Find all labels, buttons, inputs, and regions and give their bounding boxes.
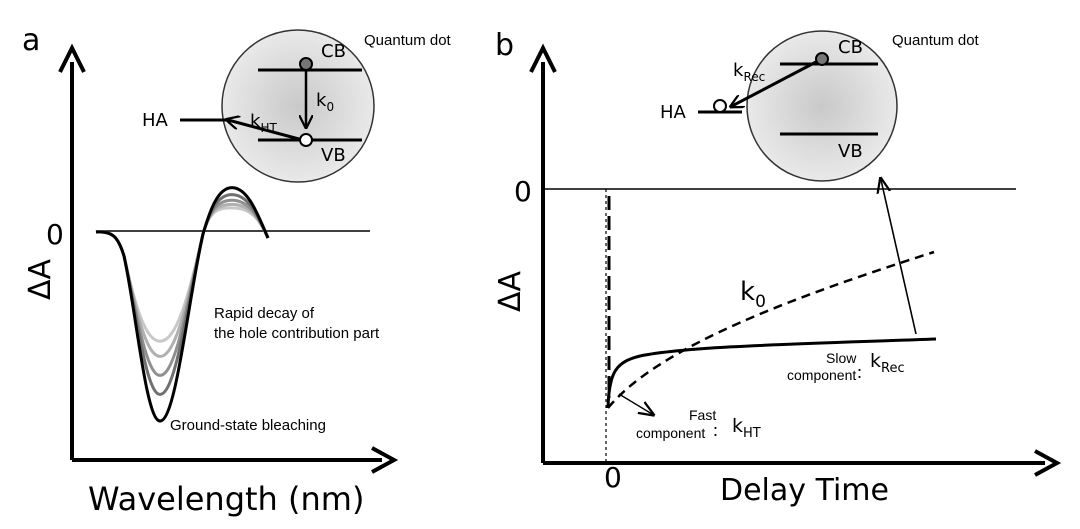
panel-b-hole	[713, 99, 727, 113]
panel-b-ha-label: HA	[660, 102, 687, 123]
panel-b-krec-arrow	[732, 60, 817, 106]
panel-b-label: b	[495, 28, 514, 63]
panel-a-inset: Quantum dot CB VB k0 HA kHT	[142, 29, 452, 183]
panel-a-vb-label: VB	[321, 145, 346, 166]
panel-a-y-axis-arrowhead	[58, 43, 86, 73]
panel-b-fast-label-line-2: component	[636, 425, 705, 441]
panel-b-slow-label-line-2: component	[787, 367, 856, 383]
panel-b: b 0 0 ΔA Delay Time k0 Slow component ： …	[493, 28, 1062, 508]
panel-a-hole	[299, 133, 313, 147]
panel-b-x-axis-arrowhead	[1034, 449, 1062, 477]
panel-b-x-label: Delay Time	[720, 473, 889, 508]
panel-b-zero-x-label: 0	[604, 461, 622, 494]
panel-b-fast-rate: kHT	[732, 415, 761, 441]
panel-a-cb-label: CB	[321, 41, 346, 62]
panel-b-y-axis-arrowhead	[529, 43, 557, 73]
panel-a-kht-arrow	[228, 120, 300, 141]
panel-a-annotation-decay-line-2: the hole contribution part	[214, 325, 380, 342]
panel-a-zero-label: 0	[46, 218, 64, 251]
spectrum-trace-4	[95, 193, 270, 396]
panel-b-vb-label: VB	[838, 141, 863, 162]
panel-b-fast-colon: ：	[712, 424, 726, 440]
panel-b-fast-arrow	[618, 393, 652, 414]
panel-a-quantum-dot	[221, 29, 375, 183]
panel-b-recombination-arrow	[881, 180, 917, 335]
panel-b-slow-trace	[606, 337, 937, 409]
panel-a-annotation-bleach: Ground-state bleaching	[170, 417, 326, 434]
panel-a-electron	[299, 57, 313, 71]
panel-a-y-label: ΔA	[23, 258, 58, 300]
panel-b-inset-title: Quantum dot	[892, 32, 980, 49]
spectrum-trace-5	[95, 186, 270, 423]
panel-a-ha-label: HA	[142, 110, 169, 131]
panel-a-inset-title: Quantum dot	[364, 32, 452, 49]
panel-a-annotation-decay-line-1: Rapid decay of	[214, 305, 315, 322]
panel-b-krec-label: kRec	[733, 60, 765, 84]
panel-a-k0-label: k0	[316, 90, 334, 114]
panel-b-zero-y-label: 0	[514, 175, 532, 208]
panel-a-x-axis-arrowhead	[371, 446, 399, 474]
panel-b-y-label: ΔA	[493, 270, 528, 312]
panel-b-slow-rate: kRec	[870, 350, 905, 376]
panel-b-quantum-dot	[746, 30, 898, 182]
panel-a-spectra	[95, 186, 270, 423]
panel-a-label: a	[22, 23, 40, 58]
panel-b-slow-colon: ：	[856, 366, 870, 382]
panel-b-k0-trace	[607, 250, 935, 409]
panel-a: a 0 ΔA Wavelength (nm) Rapid decay of th…	[22, 23, 452, 518]
panel-b-k0-label: k0	[740, 277, 766, 312]
panel-b-cb-label: CB	[838, 37, 863, 58]
panel-a-x-label: Wavelength (nm)	[88, 480, 364, 518]
panel-b-fast-label-line-1: Fast	[689, 407, 716, 423]
panel-a-kht-label: kHT	[250, 111, 277, 135]
panel-b-inset: Quantum dot CB VB HA kRec	[660, 30, 980, 182]
panel-b-electron	[815, 52, 829, 66]
panel-b-slow-label-line-1: Slow	[826, 350, 857, 366]
